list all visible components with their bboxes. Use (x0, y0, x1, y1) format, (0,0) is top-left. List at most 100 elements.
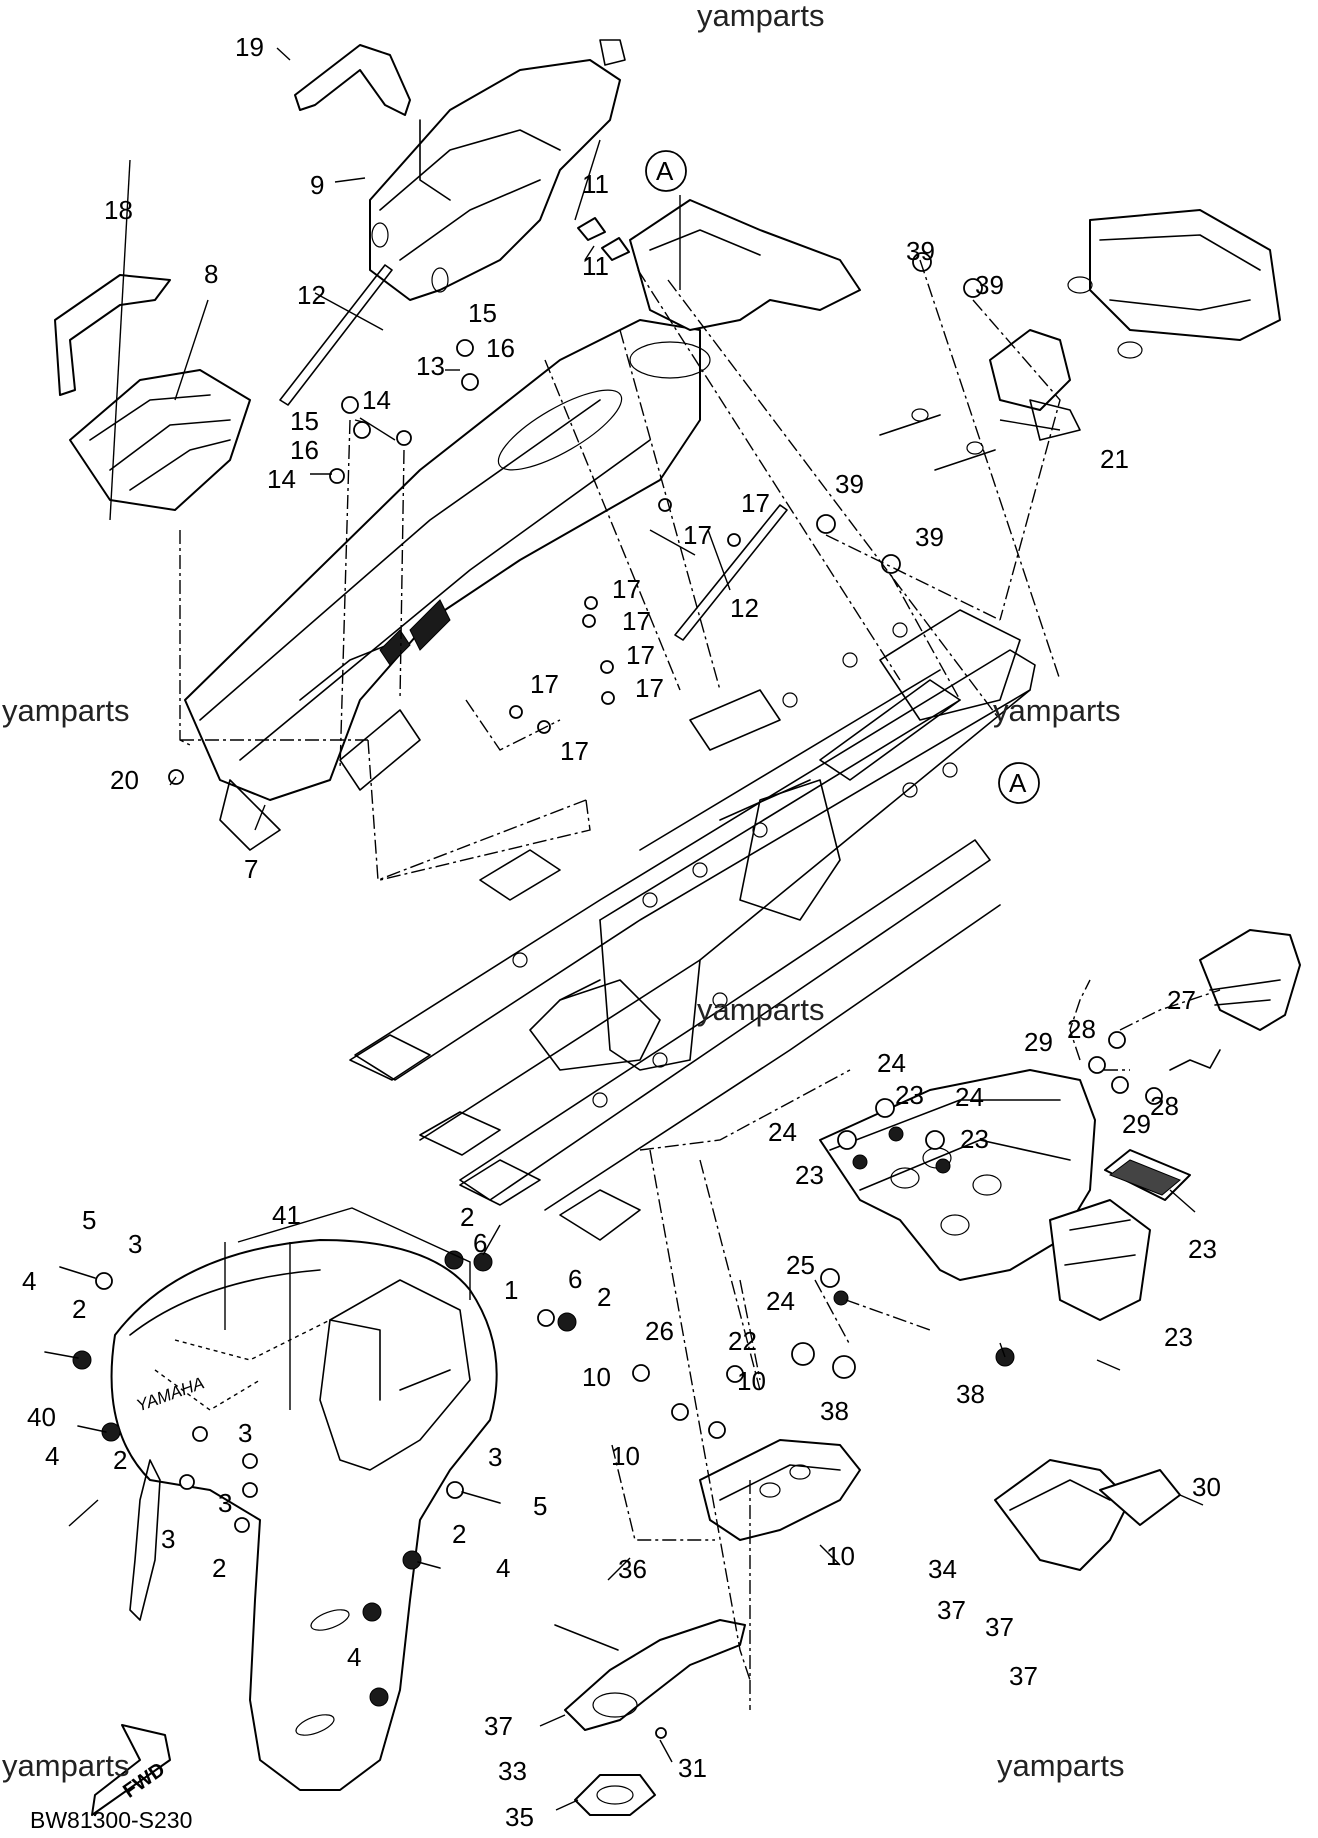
brackets-31-32 (554, 1619, 746, 1816)
callout-label: 39 (915, 522, 944, 552)
callout-label: 39 (975, 270, 1004, 300)
callout-label: 26 (645, 1316, 674, 1346)
watermark-text: yamparts (993, 693, 1120, 728)
reference-label-a-bottom: A (1009, 768, 1027, 798)
taillight-21 (879, 209, 1281, 471)
watermark-text: yamparts (997, 1748, 1124, 1783)
callout-label: 17 (612, 574, 641, 604)
callout-label: 5 (82, 1205, 96, 1235)
callout-label: 4 (22, 1266, 36, 1296)
callout-label: 12 (297, 280, 326, 310)
callout-label: 24 (877, 1048, 906, 1078)
battery-cover-18 (54, 274, 251, 511)
grommets-23-24 (791, 1098, 1015, 1379)
callout-label: 11 (582, 251, 609, 281)
diagram-code: BW81300-S230 (30, 1807, 192, 1833)
front-fender-1 (110, 1239, 498, 1791)
callout-label: 14 (267, 464, 296, 494)
bracket-30 (632, 1364, 861, 1541)
rear-fender-inner (184, 319, 701, 851)
callout-label: 28 (1067, 1014, 1096, 1044)
callout-label: 37 (484, 1711, 513, 1741)
callout-label: 34 (928, 1554, 957, 1584)
rear-frame (349, 609, 1036, 1241)
callout-label: 4 (347, 1642, 361, 1672)
callout-label: 30 (1192, 1472, 1221, 1502)
fender-hardware (44, 1250, 577, 1707)
callout-label: 12 (730, 593, 759, 623)
callout-labels: 19 9 18 8 12 15 16 13 14 15 16 14 11 11 … (22, 32, 1221, 1832)
reflector-25 (1104, 1149, 1191, 1201)
rods-12 (279, 264, 788, 641)
callout-label: 17 (626, 640, 655, 670)
callout-label: 5 (533, 1491, 547, 1521)
callout-label: 2 (597, 1282, 611, 1312)
callout-label: 2 (113, 1445, 127, 1475)
callout-label: 17 (622, 606, 651, 636)
callout-label: 17 (683, 520, 712, 550)
callout-label: 15 (468, 298, 497, 328)
callout-label: 1 (504, 1275, 518, 1305)
reference-circle-a-bottom (998, 762, 1040, 804)
callout-label: 6 (568, 1264, 582, 1294)
callout-label: 24 (766, 1286, 795, 1316)
callout-label: 2 (72, 1294, 86, 1324)
reference-label-a-top: A (656, 156, 674, 186)
assembly-lines-upper (179, 259, 1061, 881)
callout-label: 7 (244, 854, 258, 884)
callout-label: 10 (611, 1441, 640, 1471)
callout-label: 2 (212, 1553, 226, 1583)
callout-label: 35 (505, 1802, 534, 1832)
callout-label: 6 (473, 1228, 487, 1258)
fasteners-upper (168, 217, 983, 785)
callout-label: 33 (498, 1756, 527, 1786)
callout-label: 17 (560, 736, 589, 766)
callout-label: 37 (985, 1612, 1014, 1642)
callout-label: 18 (104, 195, 133, 225)
callout-label: 3 (488, 1442, 502, 1472)
callout-label: 37 (1009, 1661, 1038, 1691)
callout-label: 10 (737, 1366, 766, 1396)
callout-label: 17 (635, 673, 664, 703)
callout-label: 23 (960, 1124, 989, 1154)
rear-fender-22 (819, 1069, 1151, 1321)
callout-label: 41 (272, 1200, 301, 1230)
callout-label: 29 (1024, 1027, 1053, 1057)
callout-label: 3 (128, 1229, 142, 1259)
callout-label: 21 (1100, 444, 1129, 474)
watermark-text: yamparts (2, 1748, 129, 1783)
callout-label: 17 (741, 488, 770, 518)
assembly-lines-lower (611, 979, 1221, 1710)
callout-label: 23 (1164, 1322, 1193, 1352)
callout-label: 40 (27, 1402, 56, 1432)
callout-label: 23 (795, 1160, 824, 1190)
watermark-text: yamparts (697, 992, 824, 1027)
callout-label: 15 (290, 406, 319, 436)
callout-label: 24 (768, 1117, 797, 1147)
watermark-text: yamparts (2, 693, 129, 728)
bracket-19 (294, 44, 411, 116)
callout-label: 23 (1188, 1234, 1217, 1264)
callout-label: 22 (728, 1326, 757, 1356)
battery-box-9 (369, 39, 626, 301)
reference-circle-a-top (645, 150, 687, 192)
callout-label: 10 (826, 1541, 855, 1571)
callout-label: 14 (362, 385, 391, 415)
callout-label: 28 (1150, 1091, 1179, 1121)
callout-label: 39 (835, 469, 864, 499)
watermarks: yamparts yamparts yamparts yamparts yamp… (2, 0, 1124, 1783)
callout-label: 3 (238, 1418, 252, 1448)
callout-label: 16 (486, 333, 515, 363)
callout-label: 2 (452, 1519, 466, 1549)
leader-lines (68, 47, 1204, 1811)
license-light-27 (1088, 929, 1301, 1105)
callout-label: 4 (45, 1441, 59, 1471)
callout-label: 3 (218, 1488, 232, 1518)
callout-label: 11 (582, 169, 609, 199)
reference-marks: A A (645, 150, 1040, 804)
callout-label: 37 (937, 1595, 966, 1625)
callout-label: 39 (906, 236, 935, 266)
tail-undertray (629, 199, 861, 379)
callout-label: 23 (895, 1080, 924, 1110)
